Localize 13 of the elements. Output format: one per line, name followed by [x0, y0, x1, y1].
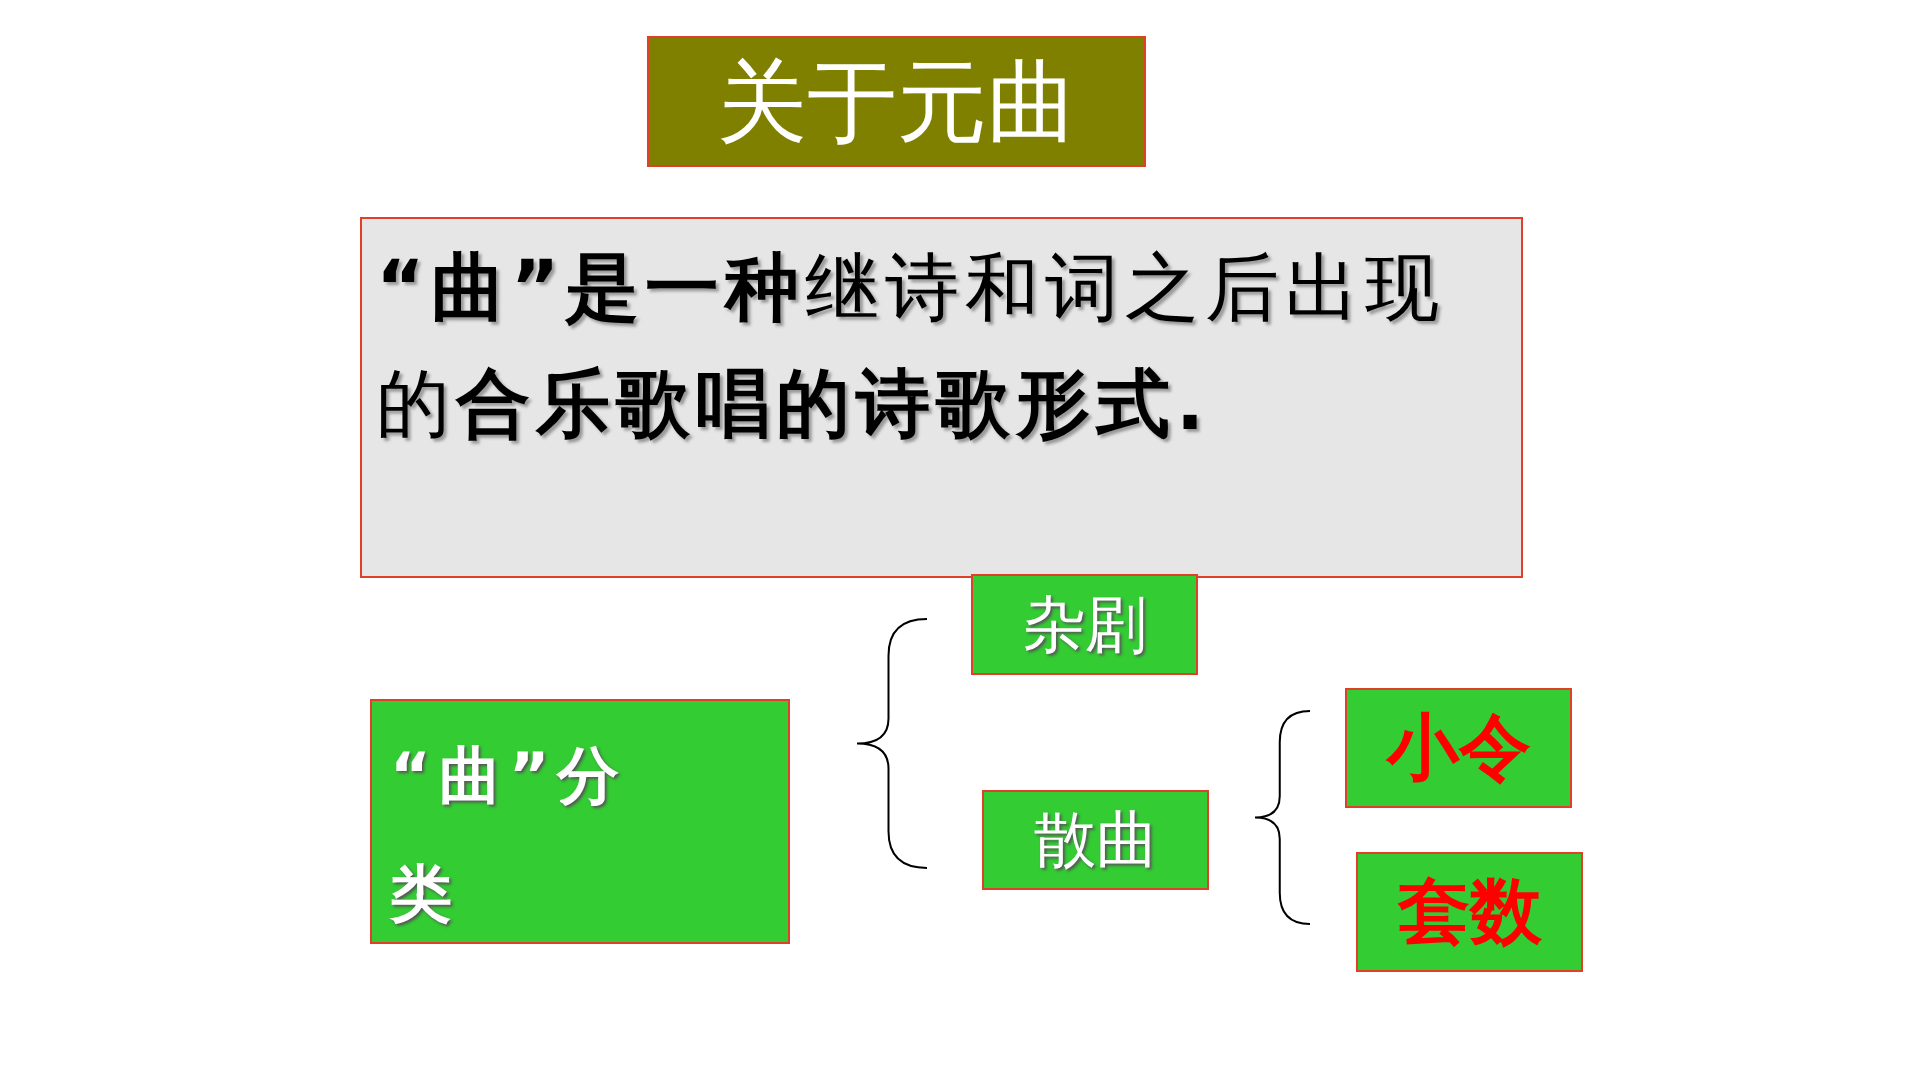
category-box: [370, 699, 790, 944]
box-text: “曲”是一种继诗和词之后出现的合乐歌唱的诗歌形式.: [376, 243, 1447, 448]
category-box: [1356, 852, 1583, 972]
definition-box: [360, 217, 1523, 578]
box-text: “曲”分类: [390, 738, 629, 932]
box-text: 散曲: [1033, 802, 1158, 878]
category-box: [971, 574, 1198, 675]
category-box: [1345, 688, 1572, 808]
box-text: 小令: [1386, 704, 1531, 791]
box-text: 套数: [1397, 868, 1542, 955]
category-box: [982, 790, 1209, 890]
box-text: 杂剧: [1022, 586, 1147, 663]
title-banner: 关于元曲: [647, 36, 1146, 167]
